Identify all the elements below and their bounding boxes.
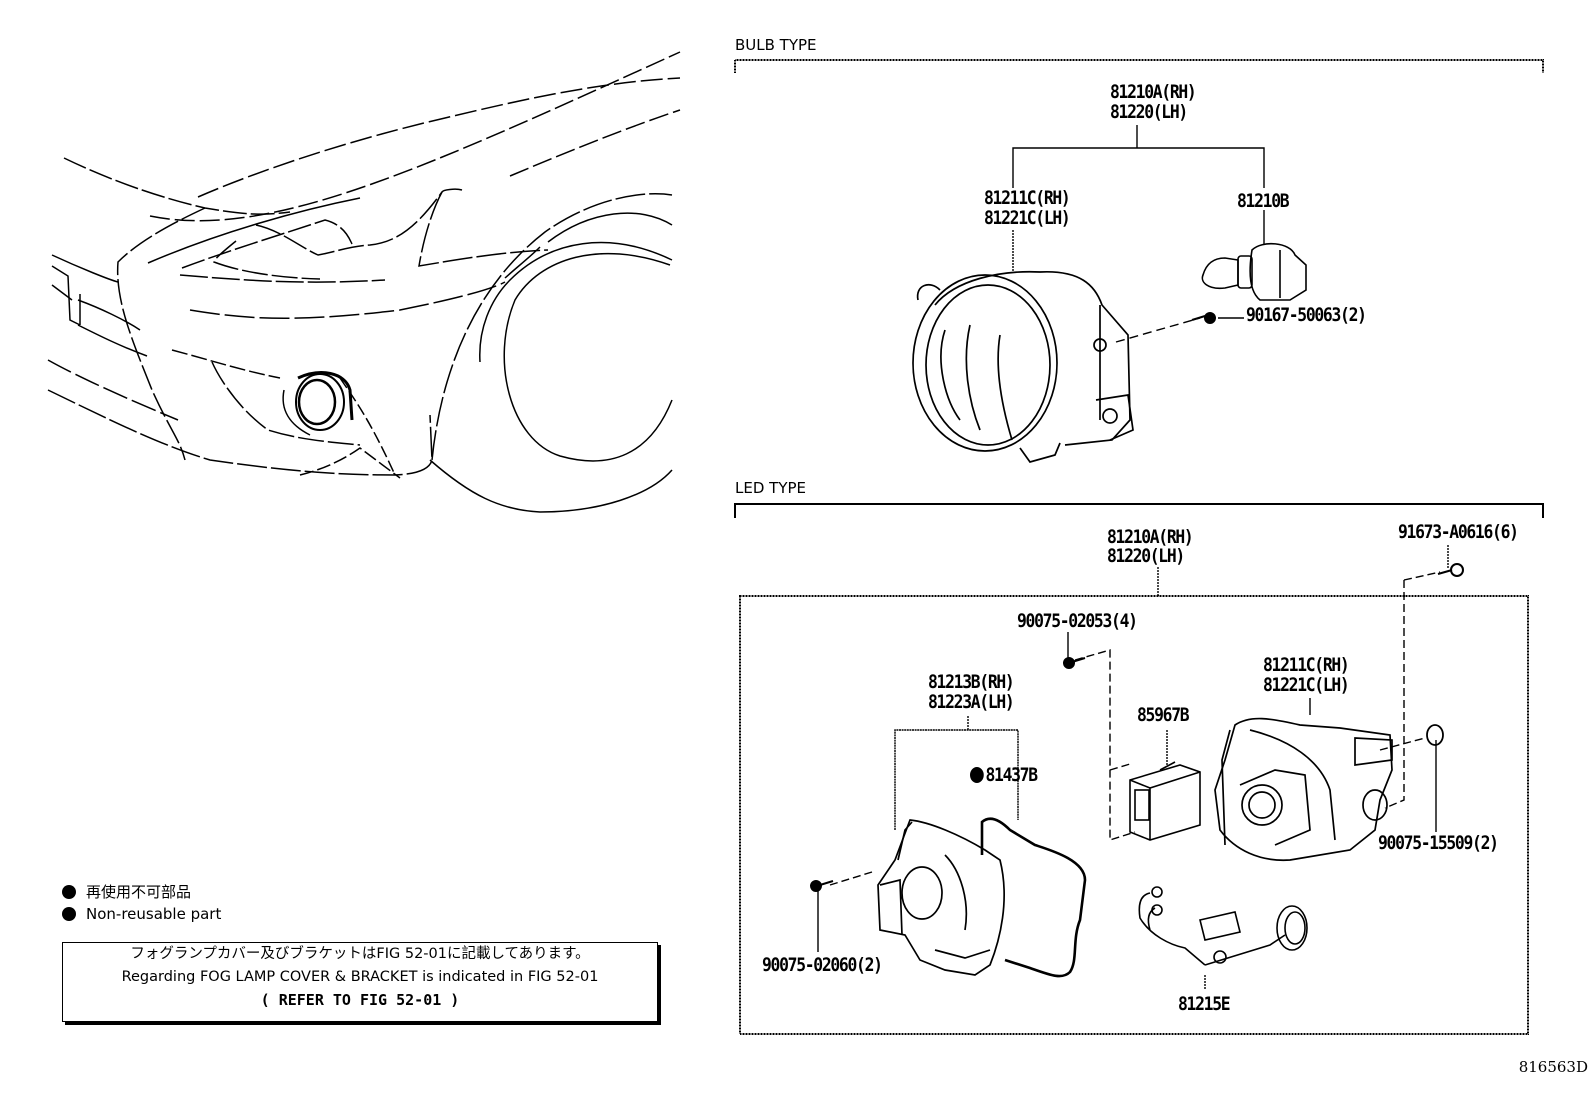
non-reusable-bullet-icon [62,884,76,899]
led-bolt-drawing [1437,563,1464,577]
led-module-screw-drawing [1063,657,1086,669]
note-jp: フォグランプカバー及びブラケットはFIG 52-01に記載してあります。 [130,946,590,962]
part-label-led-unit-rh[interactable]: 81211C(RH) [1263,654,1350,676]
led-fog-lamp-unit-drawing [1214,717,1393,862]
part-label-led-lens-lh[interactable]: 81223A(LH) [928,691,1015,713]
bulb-type-bracket [734,59,1544,73]
part-label-led-module[interactable]: 85967B [1137,704,1190,726]
part-label-bulb-screw[interactable]: 90167-50063(2) [1246,304,1367,326]
part-label-led-gasket[interactable]: 81437B [970,765,1038,785]
part-label-led-bolt[interactable]: 91673-A0616(6) [1398,521,1519,543]
led-lens-drawing [877,819,1005,976]
vehicle-front-illustration [47,51,681,513]
figure-id: 816563D [1518,1058,1588,1076]
non-reusable-bullet-icon [62,907,76,921]
note-en: Regarding FOG LAMP COVER & BRACKET is in… [121,969,599,985]
bulb-screw-drawing [1191,312,1216,324]
bulb-drawing [1201,242,1307,301]
legend-jp: 再使用不可部品 [62,881,191,902]
part-label-led-module-screw[interactable]: 90075-02053(4) [1017,610,1138,632]
part-label-led-assembly-lh[interactable]: 81220(LH) [1107,545,1185,567]
part-label-bulb-assembly-lh[interactable]: 81220(LH) [1110,101,1188,123]
part-label-led-lens-rh[interactable]: 81213B(RH) [928,671,1015,693]
note-refer-link[interactable]: ( REFER TO FIG 52-01 ) [260,991,460,1009]
bulb-type-title: BULB TYPE [735,36,817,54]
led-type-bracket [734,503,1544,1035]
led-leaders [817,545,1449,990]
part-label-led-harness[interactable]: 81215E [1178,993,1231,1015]
bulb-leaders [1012,125,1265,343]
part-label-led-plug[interactable]: 90075-15509(2) [1378,832,1499,854]
led-lens-screw-drawing [810,880,834,892]
led-type-title: LED TYPE [735,479,807,497]
led-harness-drawing [1138,886,1308,966]
led-module-drawing [1129,761,1201,841]
part-label-bulb-unit-lh[interactable]: 81221C(LH) [984,207,1071,229]
non-reusable-bullet-icon [970,767,984,783]
part-label-led-lens-screw[interactable]: 90075-02060(2) [762,954,883,976]
legend-en: Non-reusable part [62,905,221,923]
led-plug-drawing [1426,724,1444,746]
part-label-bulb[interactable]: 81210B [1237,190,1290,212]
part-label-bulb-assembly-rh[interactable]: 81210A(RH) [1110,81,1197,103]
bulb-fog-lamp-unit-drawing [912,270,1134,463]
part-label-led-assembly-rh[interactable]: 81210A(RH) [1107,526,1194,548]
led-gasket-drawing [980,817,1087,978]
reference-note-box: フォグランプカバー及びブラケットはFIG 52-01に記載してあります。 Reg… [62,942,658,1022]
part-label-bulb-unit-rh[interactable]: 81211C(RH) [984,187,1071,209]
part-label-led-unit-lh[interactable]: 81221C(LH) [1263,674,1350,696]
